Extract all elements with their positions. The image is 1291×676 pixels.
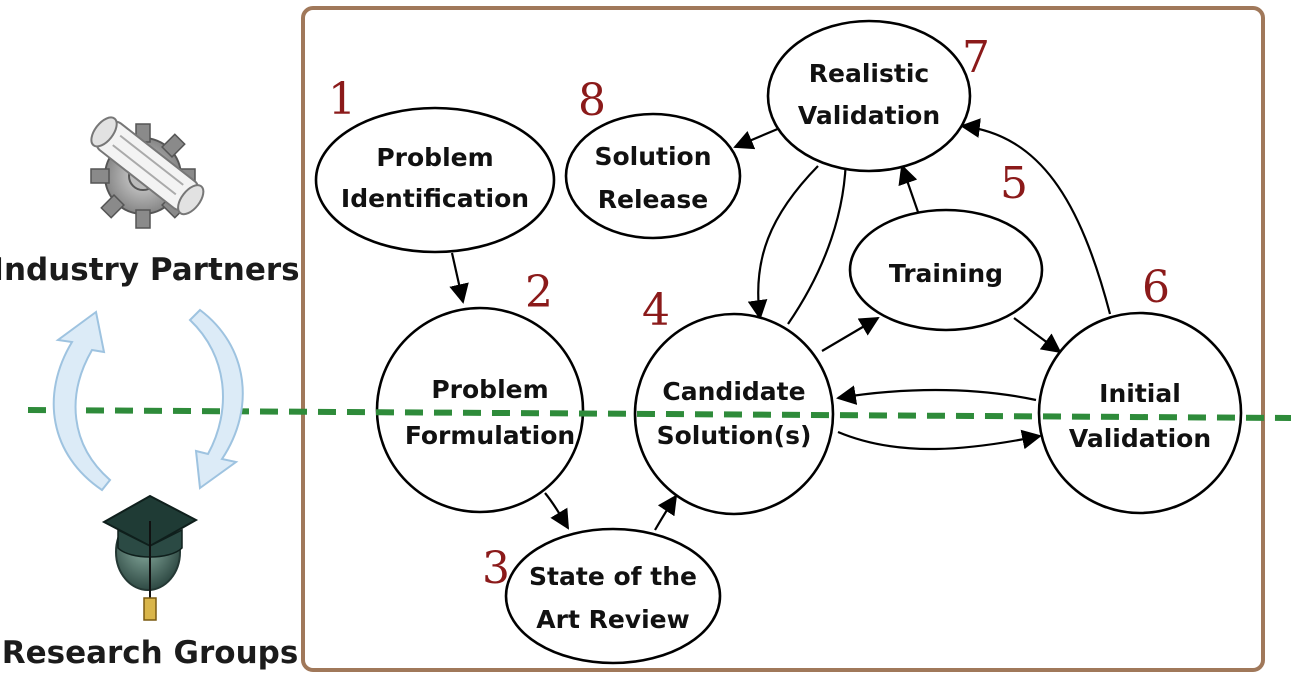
edge-candidate-to-training bbox=[821, 316, 880, 352]
edge-review-to-candidate bbox=[654, 494, 678, 531]
node-problem-identification: Problem Identification 1 bbox=[314, 74, 556, 254]
node-training: Training 5 bbox=[848, 158, 1044, 332]
node-realistic-validation-number: 7 bbox=[962, 32, 990, 83]
node-problem-identification-label-1: Problem bbox=[376, 143, 493, 172]
node-solution-release-shape bbox=[564, 112, 742, 240]
edge-initial-to-candidate bbox=[836, 385, 1037, 405]
edge-realistic-to-release bbox=[733, 126, 781, 150]
process-frame bbox=[301, 6, 1265, 672]
node-solution-release: Solution Release 8 bbox=[564, 75, 742, 240]
node-initial-validation-number: 6 bbox=[1142, 262, 1170, 313]
graduation-cap-icon bbox=[101, 494, 199, 621]
edge-training-to-initial bbox=[1013, 317, 1062, 354]
node-problem-identification-label-2: Identification bbox=[341, 184, 529, 213]
node-initial-validation-shape bbox=[1037, 311, 1243, 515]
node-candidate-solutions-label-2: Solution(s) bbox=[657, 421, 812, 450]
node-solution-release-number: 8 bbox=[578, 75, 606, 126]
node-realistic-validation-label-2: Validation bbox=[798, 101, 940, 130]
node-state-of-the-art-review: State of the Art Review 3 bbox=[482, 527, 722, 665]
node-training-label: Training bbox=[889, 259, 1003, 288]
edge-candidate-to-initial bbox=[837, 429, 1042, 451]
edge-initial-to-realistic bbox=[960, 118, 1112, 315]
node-state-of-the-art-review-label-1: State of the bbox=[529, 562, 697, 591]
node-training-number: 5 bbox=[1000, 158, 1028, 209]
edge-realistic-to-candidate bbox=[747, 165, 819, 320]
node-candidate-solutions-number: 4 bbox=[642, 285, 670, 336]
gear-scroll-icon bbox=[90, 116, 205, 229]
node-candidate-solutions-label-1: Candidate bbox=[662, 377, 805, 406]
industry-partners-label: Industry Partners bbox=[0, 252, 300, 288]
node-state-of-the-art-review-label-2: Art Review bbox=[536, 605, 689, 634]
node-realistic-validation: Realistic Validation 7 bbox=[766, 19, 990, 173]
node-problem-formulation-label-1: Problem bbox=[431, 375, 548, 404]
research-groups-label: Research Groups bbox=[2, 635, 299, 671]
node-initial-validation-label-2: Validation bbox=[1069, 424, 1211, 453]
node-problem-identification-number: 1 bbox=[328, 74, 356, 125]
node-initial-validation: Initial Validation 6 bbox=[1037, 262, 1243, 515]
cycle-arrows-icon bbox=[52, 308, 244, 492]
node-realistic-validation-label-1: Realistic bbox=[809, 59, 929, 88]
node-solution-release-label-2: Release bbox=[598, 185, 708, 214]
edge-identification-to-formulation bbox=[449, 252, 469, 304]
node-problem-identification-shape bbox=[314, 106, 556, 254]
node-problem-formulation: Problem Formulation 2 bbox=[375, 267, 585, 514]
node-candidate-solutions: Candidate Solution(s) 4 bbox=[633, 285, 835, 516]
node-state-of-the-art-review-shape bbox=[504, 527, 722, 665]
edge-formulation-to-review bbox=[544, 492, 570, 530]
node-initial-validation-label-1: Initial bbox=[1099, 379, 1181, 408]
node-training-shape bbox=[848, 208, 1044, 332]
node-realistic-validation-shape bbox=[766, 19, 972, 173]
node-solution-release-label-1: Solution bbox=[594, 142, 711, 171]
edge-candidate-to-realistic bbox=[787, 146, 857, 325]
node-problem-formulation-label-2: Formulation bbox=[405, 421, 575, 450]
edge-training-to-realistic bbox=[898, 164, 920, 213]
node-state-of-the-art-review-number: 3 bbox=[482, 543, 510, 594]
node-problem-formulation-number: 2 bbox=[525, 267, 553, 318]
